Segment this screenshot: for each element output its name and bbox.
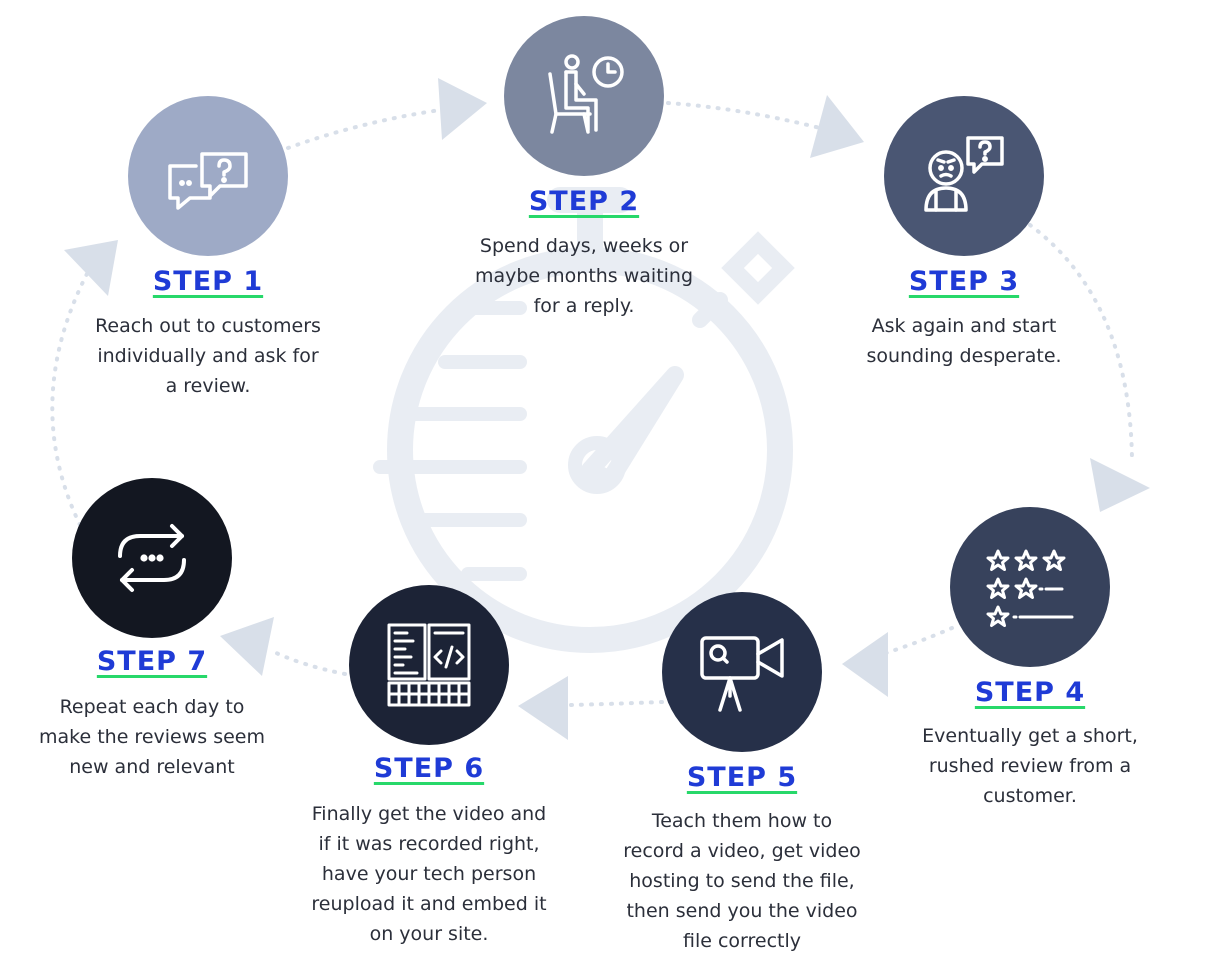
step-6-description: Finally get the video and if it was reco…	[311, 803, 547, 945]
arrowhead-5-icon	[518, 676, 568, 740]
step-1: STEP 1 Reach out to customers individual…	[70, 96, 346, 416]
step-5-circle	[662, 592, 822, 752]
step-5: STEP 5 Teach them how to record a video,…	[594, 592, 890, 962]
step-6-circle	[349, 585, 509, 745]
step-3: STEP 3 Ask again and start sounding desp…	[826, 96, 1102, 386]
stopwatch-watermark-icon	[373, 187, 795, 653]
arrowhead-2-icon	[810, 95, 864, 158]
chat-question-icon	[168, 152, 248, 210]
step-1-circle	[128, 96, 288, 256]
video-camera-icon	[700, 636, 784, 712]
step-6-title: STEP 6	[373, 753, 485, 784]
repeat-arrows-icon	[118, 524, 186, 592]
step-3-title: STEP 3	[908, 266, 1020, 297]
step-4-title: STEP 4	[974, 677, 1086, 708]
step-4-description: Eventually get a short, rushed review fr…	[922, 725, 1138, 807]
step-7-title: STEP 7	[96, 646, 208, 677]
step-7: STEP 7 Repeat each day to make the revie…	[14, 478, 290, 788]
step-2: STEP 2 Spend days, weeks or maybe months…	[446, 16, 722, 326]
step-3-description: Ask again and start sounding desperate.	[866, 315, 1062, 367]
step-7-description: Repeat each day to make the reviews seem…	[39, 696, 265, 778]
arrowhead-4-icon	[842, 632, 888, 697]
step-7-circle	[72, 478, 232, 638]
arrowhead-1-icon	[438, 78, 487, 140]
step-2-title: STEP 2	[528, 186, 640, 217]
star-rating-icon	[986, 549, 1074, 627]
code-editor-keyboard-icon	[387, 623, 471, 707]
arrowhead-3-icon	[1090, 458, 1150, 512]
step-3-circle	[884, 96, 1044, 256]
arrowhead-7-icon	[64, 240, 118, 296]
person-waiting-clock-icon	[548, 54, 624, 134]
step-6: STEP 6 Finally get the video and if it w…	[286, 585, 572, 955]
cycle-arrowheads	[64, 78, 1150, 740]
confused-person-icon	[924, 136, 1004, 212]
arrowhead-6-icon	[220, 617, 274, 676]
step-1-description: Reach out to customers individually and …	[95, 315, 321, 397]
step-1-title: STEP 1	[152, 266, 264, 297]
step-4: STEP 4 Eventually get a short, rushed re…	[892, 507, 1168, 817]
step-4-circle	[950, 507, 1110, 667]
step-2-description: Spend days, weeks or maybe months waitin…	[474, 235, 694, 317]
step-5-description: Teach them how to record a video, get vi…	[623, 810, 861, 952]
step-2-circle	[504, 16, 664, 176]
step-5-title: STEP 5	[686, 762, 798, 793]
